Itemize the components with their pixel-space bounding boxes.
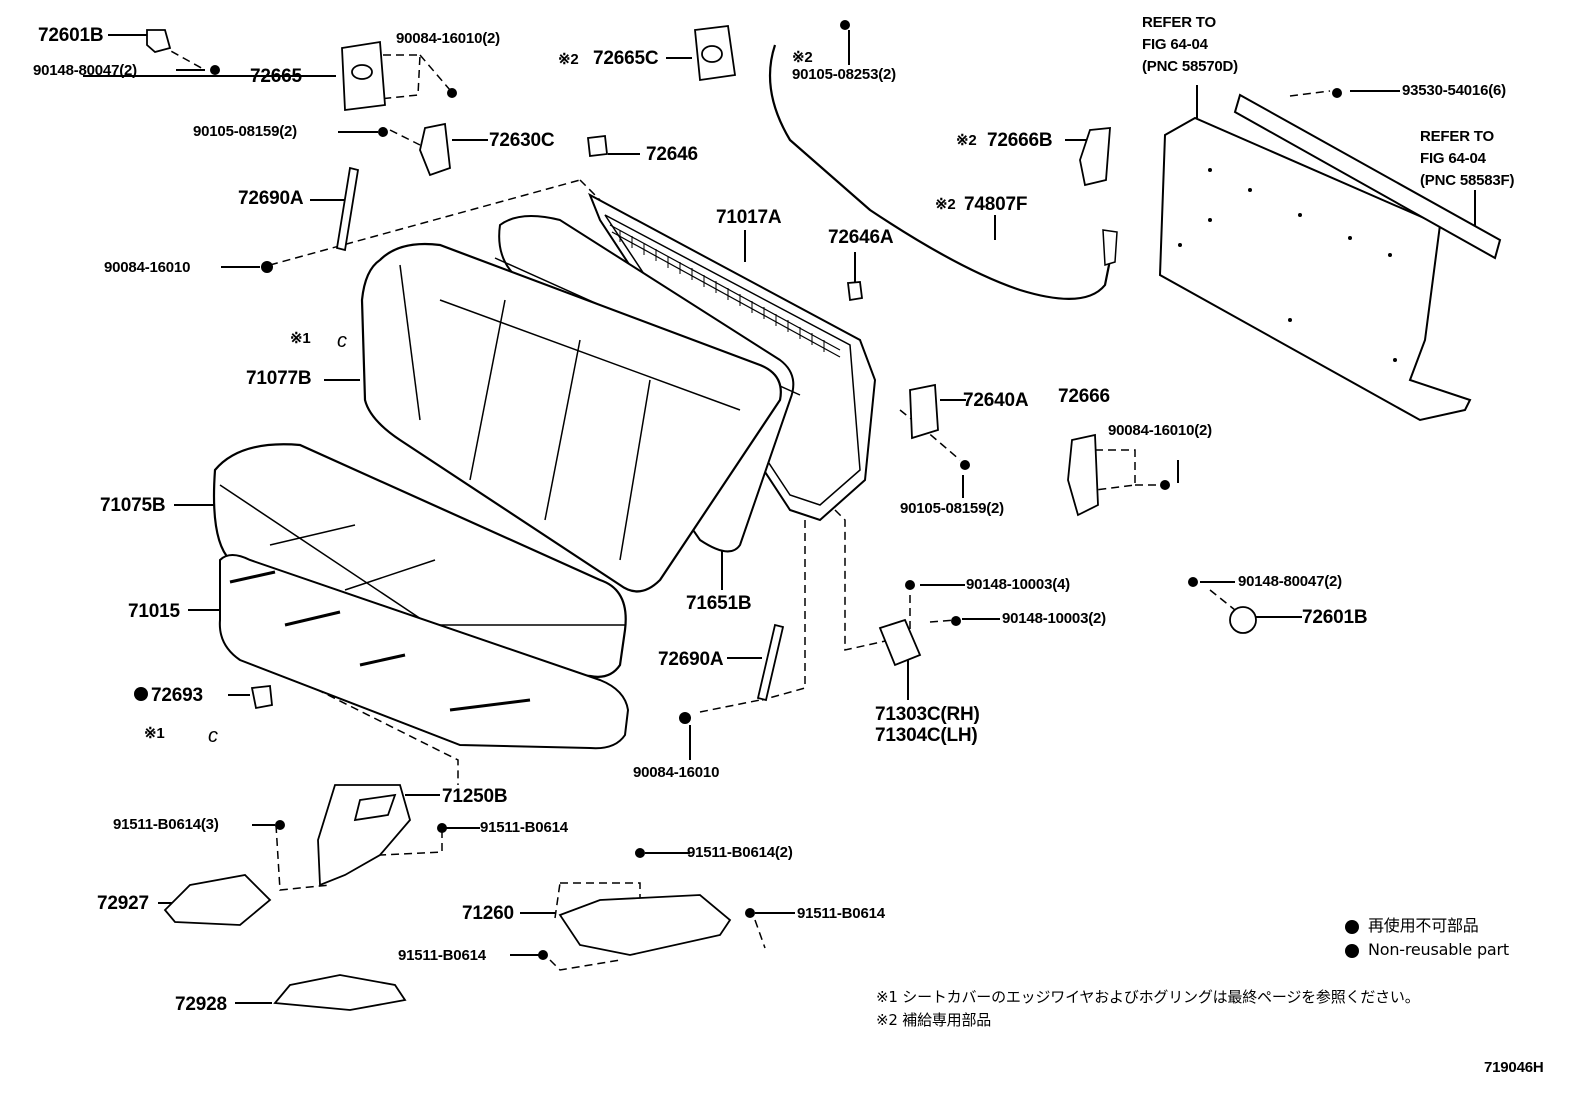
part-label-90084-16010: 90084-16010 xyxy=(104,259,191,276)
note-mark-2: ※2 xyxy=(792,49,813,66)
part-label-72640A: 72640A xyxy=(963,390,1029,411)
part-label-90084-16010-2: 90084-16010(2) xyxy=(396,30,500,47)
part-label-72665C: 72665C xyxy=(593,48,659,69)
refer-to-line-1: REFER TO xyxy=(1420,128,1494,145)
svg-text:c: c xyxy=(337,330,347,352)
part-label-91511-B0614: 91511-B0614 xyxy=(797,905,885,922)
part-label-90105-08159-2: 90105-08159(2) xyxy=(900,500,1004,517)
part-label-91511-B0614: 91511-B0614 xyxy=(398,947,486,964)
part-label-91511-B0614-3: 91511-B0614(3) xyxy=(113,816,219,833)
part-label-74807F: 74807F xyxy=(964,194,1028,215)
part-label-72666B: 72666B xyxy=(987,130,1053,151)
part-label-72630C: 72630C xyxy=(489,130,555,151)
part-label-90105-08253: 90105-08253(2) xyxy=(792,66,896,83)
part-label-72601B: 72601B xyxy=(1302,607,1368,628)
part-label-71077B: 71077B xyxy=(246,368,312,389)
legend-non-reusable-en: Non-reusable part xyxy=(1368,940,1509,959)
part-label-90148-80047: 90148-80047(2) xyxy=(33,62,137,79)
part-label-72665: 72665 xyxy=(250,66,302,87)
footnote-1: ※1 シートカバーのエッジワイヤおよびホグリングは最終ページを参照ください。 xyxy=(876,988,1420,1006)
part-label-71015: 71015 xyxy=(128,601,180,622)
part-label-72666: 72666 xyxy=(1058,386,1110,407)
part-label-72928: 72928 xyxy=(175,994,227,1015)
part-label-91511-B0614: 91511-B0614 xyxy=(480,819,568,836)
refer-to-line-3: (PNC 58583F) xyxy=(1420,172,1515,189)
part-label-72693: 72693 xyxy=(151,685,203,706)
part-label-93530-54016: 93530-54016(6) xyxy=(1402,82,1506,99)
part-label-71651B: 71651B xyxy=(686,593,752,614)
legend-non-reusable-jp: 再使用不可部品 xyxy=(1368,916,1479,935)
note-mark-1: ※1 xyxy=(290,330,311,347)
part-label-90148-10003-4: 90148-10003(4) xyxy=(966,576,1070,593)
part-label-72927: 72927 xyxy=(97,893,149,914)
part-label-71250B: 71250B xyxy=(442,786,508,807)
note-mark-1: ※1 xyxy=(144,725,165,742)
part-label-72646: 72646 xyxy=(646,144,698,165)
part-label-72690A: 72690A xyxy=(658,649,724,670)
refer-to-line-2: FIG 64-04 xyxy=(1142,36,1208,53)
part-label-72601B: 72601B xyxy=(38,25,104,46)
part-label-91511-B0614-2: 91511-B0614(2) xyxy=(687,844,793,861)
note-mark-2: ※2 xyxy=(956,132,977,149)
part-label-71304C: 71304C(LH) xyxy=(875,725,978,746)
part-label-71075B: 71075B xyxy=(100,495,166,516)
refer-to-line-3: (PNC 58570D) xyxy=(1142,58,1238,75)
part-label-90105-08159-2: 90105-08159(2) xyxy=(193,123,297,140)
part-label-71017A: 71017A xyxy=(716,207,782,228)
svg-text:c: c xyxy=(208,725,218,747)
refer-to-line-2: FIG 64-04 xyxy=(1420,150,1486,167)
part-label-90084-16010-2: 90084-16010(2) xyxy=(1108,422,1212,439)
part-label-90148-80047: 90148-80047(2) xyxy=(1238,573,1342,590)
part-label-72646A: 72646A xyxy=(828,227,894,248)
note-mark-2: ※2 xyxy=(558,51,579,68)
refer-to-line-1: REFER TO xyxy=(1142,14,1216,31)
part-label-90148-10003-2: 90148-10003(2) xyxy=(1002,610,1106,627)
part-label-71260: 71260 xyxy=(462,903,514,924)
part-label-72690A: 72690A xyxy=(238,188,304,209)
footnote-2: ※2 補給専用部品 xyxy=(876,1011,992,1029)
part-label-90084-16010: 90084-16010 xyxy=(633,764,720,781)
note-mark-2: ※2 xyxy=(935,196,956,213)
figure-id: 719046H xyxy=(1484,1059,1544,1076)
part-label-71303C: 71303C(RH) xyxy=(875,704,980,725)
